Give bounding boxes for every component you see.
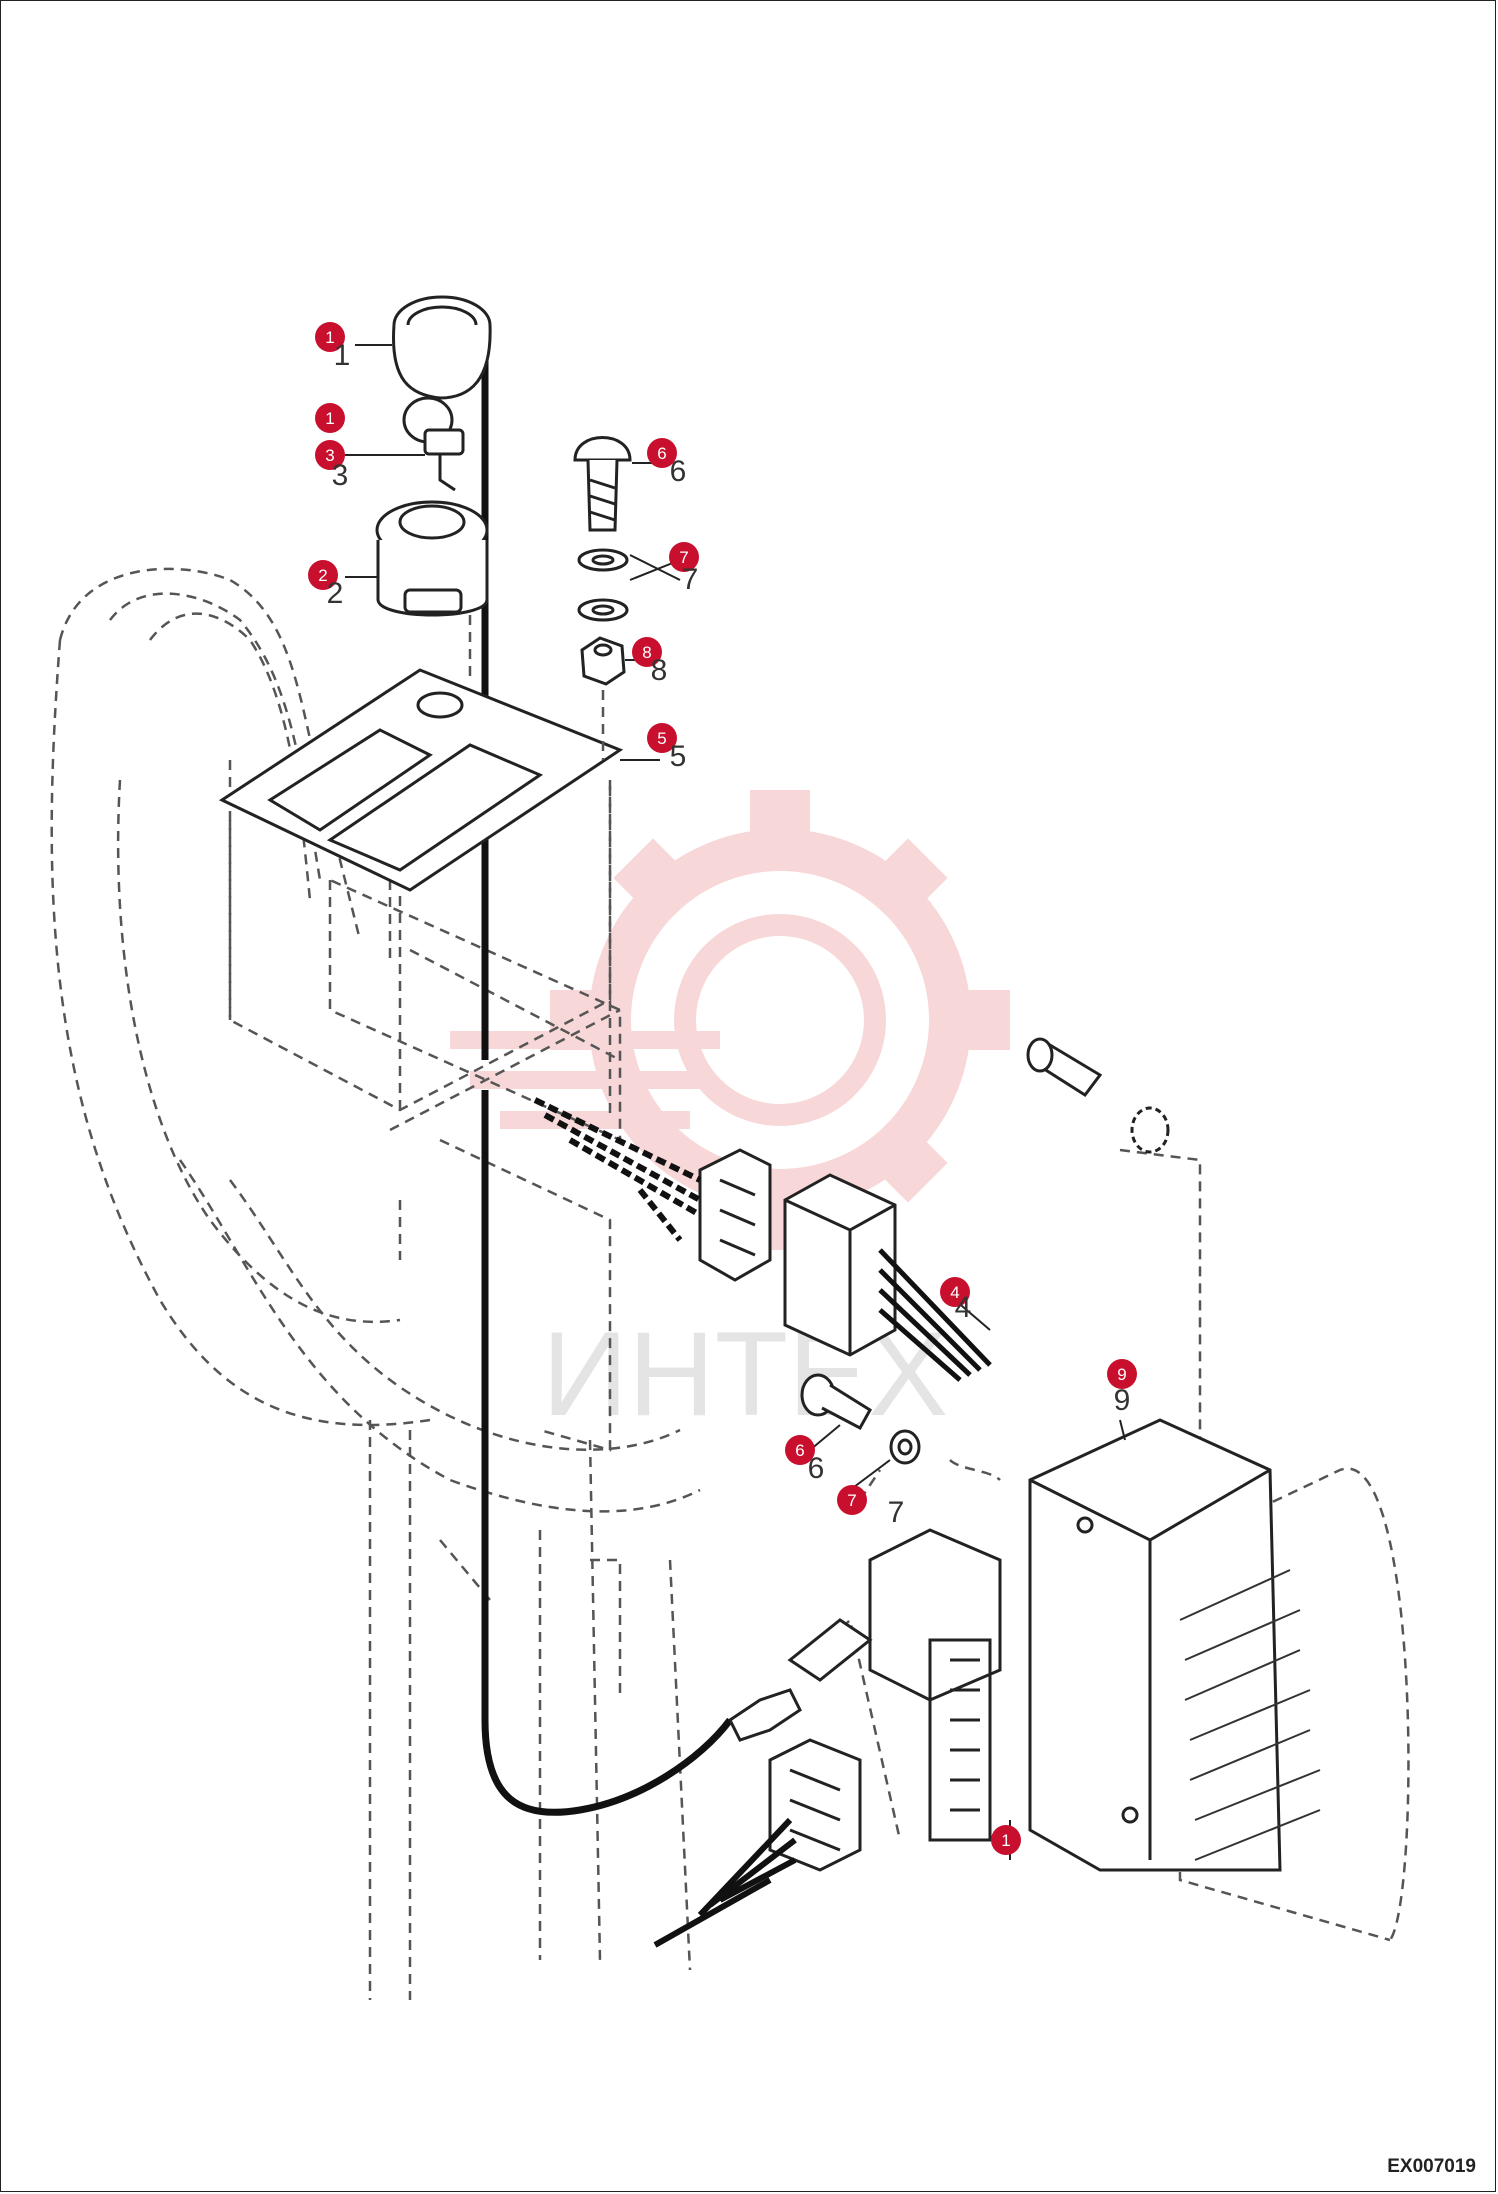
callout-circle bbox=[315, 440, 345, 470]
callout-number: 3 bbox=[325, 446, 334, 465]
callout-circle bbox=[669, 542, 699, 572]
callout-fuse-box: 99 bbox=[1107, 1359, 1137, 1417]
callout-number: 6 bbox=[657, 444, 666, 463]
part-digit-label: 2 bbox=[327, 577, 344, 610]
harness-connector-bottom bbox=[768, 1738, 862, 1872]
part-digit-label: 6 bbox=[808, 1452, 825, 1485]
watermark-wrench-icon bbox=[450, 1031, 720, 1129]
callout-circle bbox=[308, 560, 338, 590]
callout-circle bbox=[785, 1435, 815, 1465]
callout-circle bbox=[315, 322, 345, 352]
key-cap bbox=[391, 295, 492, 400]
callout-number: 2 bbox=[318, 566, 327, 585]
harness-wires-left bbox=[533, 1097, 702, 1242]
callout-circle bbox=[1107, 1359, 1137, 1389]
part-digit-label: 3 bbox=[332, 459, 349, 492]
part-digit-label: 1 bbox=[334, 339, 351, 372]
callout-circle bbox=[315, 403, 345, 433]
callout-circle bbox=[647, 438, 677, 468]
callout-number: 7 bbox=[847, 1491, 856, 1510]
part-digit-label: 4 bbox=[955, 1291, 972, 1324]
part-digit-label: 6 bbox=[670, 455, 687, 488]
callout-key-3: 33 bbox=[315, 440, 348, 492]
plate-dashed-box bbox=[228, 615, 612, 1112]
watermark: ИНТЕХ bbox=[450, 790, 1010, 1441]
callout-number: 1 bbox=[1001, 1831, 1010, 1850]
nut-right bbox=[1130, 1106, 1170, 1154]
callout-circle bbox=[837, 1485, 867, 1515]
inline-plug bbox=[728, 1618, 873, 1742]
callout-number: 7 bbox=[679, 548, 688, 567]
drawing-code: EX007019 bbox=[1387, 2156, 1476, 2177]
callout-number: 1 bbox=[325, 409, 334, 428]
relay bbox=[783, 1173, 897, 1357]
fuse-slots bbox=[1179, 1569, 1321, 1861]
callout-number: 1 bbox=[325, 328, 334, 347]
callout-harness: 1 bbox=[991, 1825, 1021, 1855]
callout-screw-bottom: 66 bbox=[785, 1435, 824, 1485]
washers-top bbox=[577, 548, 629, 622]
part-digit-label: 9 bbox=[1114, 1384, 1131, 1417]
callout-ignition-switch: 22 bbox=[308, 560, 343, 610]
part-digit-label: 5 bbox=[670, 740, 687, 773]
callout-nut: 88 bbox=[632, 637, 667, 687]
callout-circle bbox=[632, 637, 662, 667]
switch-plate bbox=[218, 668, 624, 892]
washer-bottom bbox=[889, 1429, 921, 1465]
harness-connector-left bbox=[698, 1148, 772, 1282]
callout-key: 1 bbox=[315, 403, 345, 433]
callout-circle bbox=[647, 723, 677, 753]
callout-circle bbox=[940, 1277, 970, 1307]
callout-screw-top: 66 bbox=[647, 438, 686, 488]
callout-number: 4 bbox=[950, 1283, 959, 1302]
fuse-box bbox=[868, 1418, 1282, 1872]
callout-circle bbox=[991, 1825, 1021, 1855]
callout-washers-top: 77 bbox=[669, 542, 699, 596]
part-digit-label: 7 bbox=[682, 563, 699, 596]
callout-number: 9 bbox=[1117, 1365, 1126, 1384]
part-digit-label: 7 bbox=[888, 1496, 905, 1529]
callout-number: 8 bbox=[642, 643, 651, 662]
screw-top bbox=[573, 436, 632, 532]
nut bbox=[580, 636, 626, 686]
callout-number: 6 bbox=[795, 1441, 804, 1460]
screw-bottom bbox=[800, 1373, 873, 1431]
part-digit-label: 8 bbox=[651, 654, 668, 687]
relay-wires bbox=[878, 1248, 992, 1382]
callout-relay: 44 bbox=[940, 1277, 971, 1324]
callout-plate: 55 bbox=[647, 723, 686, 773]
ignition-key bbox=[402, 396, 465, 492]
callout-number: 5 bbox=[657, 729, 666, 748]
ignition-switch bbox=[375, 500, 489, 617]
harness-wires-bottom bbox=[653, 1817, 797, 1948]
bolt-right bbox=[1026, 1037, 1103, 1098]
gear-teeth-icon bbox=[550, 790, 1010, 1250]
callout-key-cap: 11 bbox=[315, 322, 350, 372]
